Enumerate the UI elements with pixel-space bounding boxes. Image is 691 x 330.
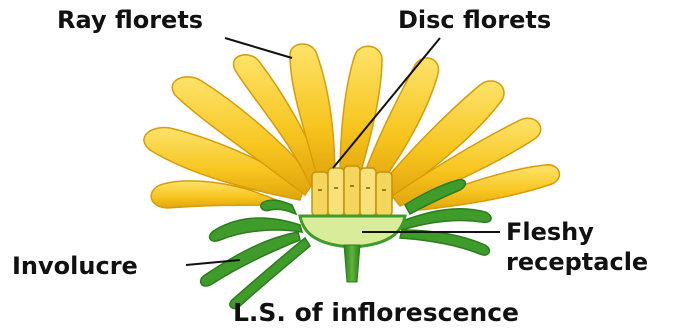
disc-floret — [328, 168, 344, 216]
disc-floret — [344, 166, 360, 216]
label-disc-florets: Disc florets — [398, 6, 551, 34]
leader-line-ray-florets — [225, 38, 292, 58]
disc-floret — [376, 172, 392, 216]
disc-florets — [312, 166, 392, 216]
disc-floret — [312, 172, 328, 216]
label-ray-florets: Ray florets — [57, 6, 203, 34]
bract — [400, 230, 489, 255]
label-fleshy: Fleshy — [506, 218, 594, 246]
caption: L.S. of inflorescence — [233, 298, 519, 327]
stem — [344, 245, 360, 282]
label-receptacle: receptacle — [506, 248, 648, 276]
bract — [261, 200, 296, 214]
label-involucre: Involucre — [12, 252, 138, 280]
disc-floret — [360, 168, 376, 216]
